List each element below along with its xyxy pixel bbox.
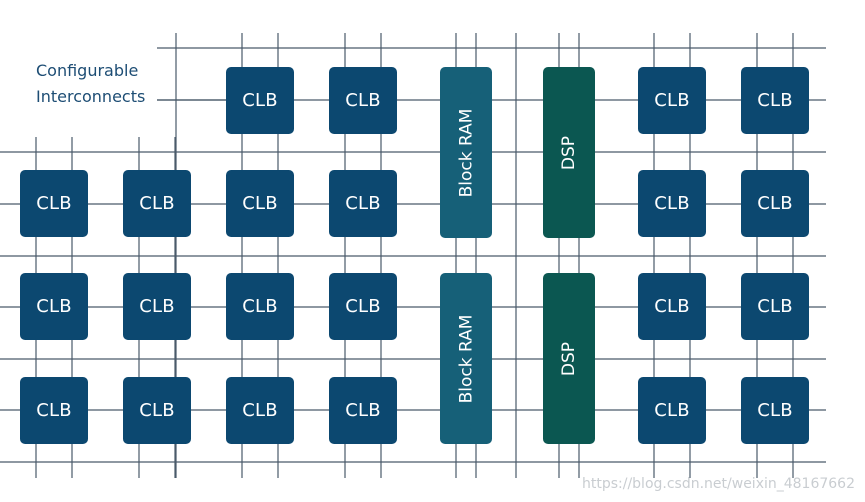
block-ram-label: Block RAM bbox=[456, 108, 476, 197]
clb-block: CLB bbox=[226, 170, 294, 237]
clb-block: CLB bbox=[123, 170, 191, 237]
dsp-label: DSP bbox=[558, 341, 579, 376]
clb-block: CLB bbox=[741, 67, 809, 134]
clb-block: CLB bbox=[638, 377, 706, 444]
clb-block: CLB bbox=[123, 377, 191, 444]
clb-block: CLB bbox=[638, 67, 706, 134]
clb-block: CLB bbox=[20, 273, 88, 340]
dsp-label: DSP bbox=[558, 135, 579, 170]
clb-block: CLB bbox=[329, 170, 397, 237]
clb-block: CLB bbox=[123, 273, 191, 340]
clb-block: CLB bbox=[638, 170, 706, 237]
dsp-block: DSP bbox=[543, 67, 595, 238]
clb-block: CLB bbox=[329, 273, 397, 340]
block-ram: Block RAM bbox=[440, 67, 492, 238]
clb-block: CLB bbox=[226, 377, 294, 444]
block-ram: Block RAM bbox=[440, 273, 492, 444]
clb-block: CLB bbox=[638, 273, 706, 340]
watermark: https://blog.csdn.net/weixin_48167662 bbox=[581, 476, 855, 492]
legend-line-1: Configurable bbox=[36, 61, 139, 80]
legend-line-2: Interconnects bbox=[36, 87, 146, 106]
block-ram-label: Block RAM bbox=[456, 314, 476, 403]
interconnect-legend: Configurable Interconnects bbox=[36, 58, 145, 110]
clb-block: CLB bbox=[20, 377, 88, 444]
clb-block: CLB bbox=[20, 170, 88, 237]
clb-block: CLB bbox=[329, 377, 397, 444]
clb-block: CLB bbox=[741, 170, 809, 237]
clb-block: CLB bbox=[329, 67, 397, 134]
clb-block: CLB bbox=[741, 273, 809, 340]
clb-block: CLB bbox=[226, 273, 294, 340]
clb-block: CLB bbox=[226, 67, 294, 134]
dsp-block: DSP bbox=[543, 273, 595, 444]
clb-block: CLB bbox=[741, 377, 809, 444]
